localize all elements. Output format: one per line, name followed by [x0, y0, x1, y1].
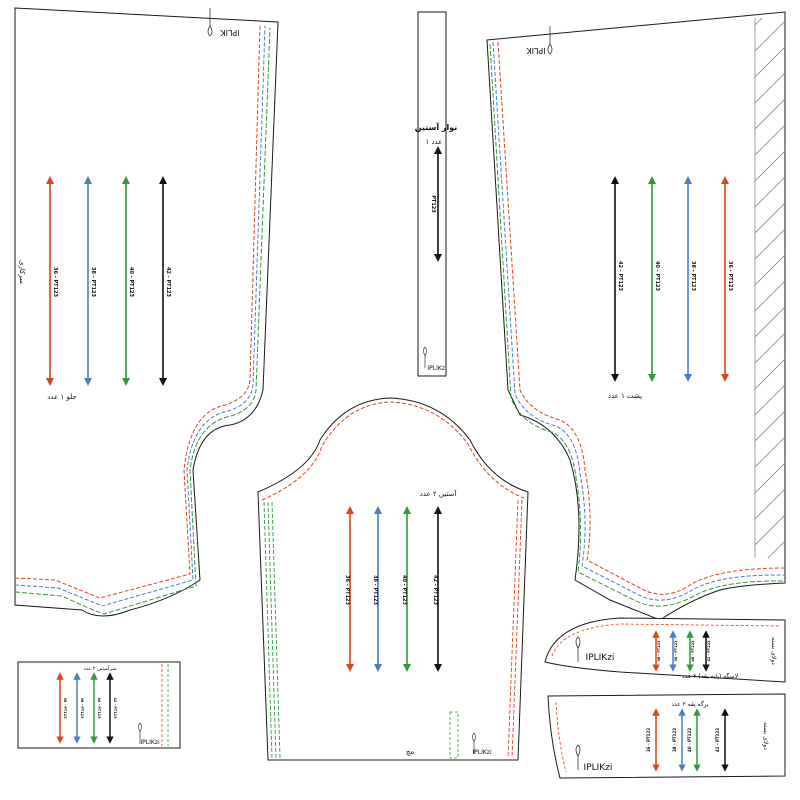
sleeve-piece: 36 - PT123 38 - PT123 40 - PT123 42 - PT…	[257, 397, 529, 761]
flower-icon	[207, 8, 213, 37]
back-piece: 42 - PT123 40 - PT123 38 - PT123 36 - PT…	[486, 11, 786, 621]
pocket-tag-40: 40 - PT123	[97, 697, 101, 719]
front-tag-42: 42 - PT123	[165, 267, 171, 298]
pocket-logo-text: IPLIKzi	[140, 739, 160, 746]
collar-leaf-seam	[555, 701, 567, 773]
back-label: پشت ۱ عدد	[608, 392, 642, 400]
cuff-label: نوار آستین	[415, 122, 458, 132]
back-size38-line	[492, 41, 786, 601]
leaf-tag-36: 36 - PT123	[646, 728, 651, 752]
sleeve-hem-note: مچ	[406, 748, 415, 756]
collar-side-label: دولای بسته	[770, 637, 777, 665]
back-fold-hatch	[755, 18, 785, 558]
leaf-tag-38: 38 - PT123	[672, 728, 677, 752]
sleeve-right-seams	[507, 499, 523, 759]
sleeve-logo-text: IPLIKzi	[472, 749, 492, 756]
sleeve-left-seams	[263, 501, 281, 759]
collar-label: لاسگه (پایه یقه) ۲ عدد	[682, 672, 738, 680]
front-size40-line	[14, 27, 271, 615]
collar-leaf-piece: 36 - PT123 38 - PT123 40 - PT123 42 - PT…	[547, 693, 786, 779]
front-side-note: سرکاری	[18, 260, 26, 284]
front-tag-38: 38 - PT123	[90, 267, 96, 298]
back-tag-36: 36 - PT123	[727, 261, 733, 292]
cuff-outline	[417, 11, 447, 377]
back-tag-40: 40 - PT123	[654, 261, 660, 292]
pocket-tag-38: 38 - PT123	[80, 697, 84, 719]
sleeve-tag-42: 42 - PT123	[432, 575, 438, 606]
leaf-label: برگه یقه ۲ عدد	[671, 700, 709, 708]
pocket-piece: 36 - PT123 38 - PT123 40 - PT123 42 - PT…	[17, 661, 181, 749]
collar-flower-icon	[575, 636, 581, 662]
sleeve-label: آستین ۲ عدد	[420, 489, 458, 498]
front-tag-40: 40 - PT123	[128, 267, 134, 298]
front-logo: IPLIK	[207, 8, 240, 37]
pocket-tag-42: 42 - PT123	[113, 697, 117, 719]
pocket-flower-icon	[138, 722, 142, 744]
collar-tag-36: 36 - PT123	[657, 640, 661, 662]
front-label: جلو ۱ عدد	[47, 393, 76, 401]
front-size38-line	[14, 25, 266, 607]
back-grainlines: 42 - PT123 40 - PT123 38 - PT123 36 - PT…	[611, 176, 733, 382]
cuff-logo-text: IPLIKzi	[427, 365, 447, 372]
front-piece: 36 - PT123 38 - PT123 40 - PT123 42 - PT…	[14, 7, 279, 617]
back-logo: IPLIK	[526, 26, 553, 55]
collar-stand-seam	[551, 623, 781, 657]
sleeve-placket-mark	[449, 711, 459, 759]
flower-icon	[547, 26, 553, 55]
pocket-label: سرآستین ۲ عدد	[83, 665, 116, 672]
collar-tag-42: 42 - PT123	[707, 640, 711, 662]
pocket-outline	[17, 661, 181, 749]
sleeve-flower-icon	[472, 732, 476, 754]
front-logo-text: IPLIK	[220, 28, 240, 37]
back-size36-line	[497, 41, 786, 595]
cuff-grain-tag: PT123	[430, 195, 436, 213]
sleeve-tag-38: 38 - PT123	[372, 575, 378, 606]
back-tag-42: 42 - PT123	[617, 261, 623, 292]
leaf-tag-40: 40 - PT123	[687, 728, 692, 752]
front-tag-36: 36 - PT123	[52, 267, 58, 298]
sleeve-outline	[257, 397, 529, 761]
front-outline	[14, 7, 279, 617]
back-logo-text: IPLIK	[526, 46, 546, 55]
sleeve-size36-line	[261, 401, 525, 501]
leaf-tag-42: 42 - PT123	[715, 728, 720, 752]
leaf-logo-text: IPLIKzi	[584, 763, 613, 773]
collar-logo-text: IPLIKzi	[586, 653, 615, 663]
back-size40-line	[489, 43, 786, 607]
collar-tag-38: 38 - PT123	[674, 640, 678, 662]
sleeve-tag-40: 40 - PT123	[401, 575, 407, 606]
cuff-flower-icon	[423, 346, 427, 368]
collar-stand-piece: 36 - PT123 38 - PT123 40 - PT123 42 - PT…	[544, 617, 786, 683]
leaf-side-label: دولای بسته	[762, 722, 769, 750]
cuff-count: ۱ عدد	[426, 138, 443, 146]
collar-tag-40: 40 - PT123	[691, 640, 695, 662]
back-tag-38: 38 - PT123	[690, 261, 696, 292]
front-grainlines: 36 - PT123 38 - PT123 40 - PT123 42 - PT…	[46, 176, 171, 386]
pocket-tag-36: 36 - PT123	[63, 697, 67, 719]
leaf-flower-icon	[575, 744, 581, 770]
sleeve-grainlines: 36 - PT123 38 - PT123 40 - PT123 42 - PT…	[344, 506, 442, 672]
front-size36-line	[14, 23, 261, 599]
collar-stand-outline	[544, 617, 786, 683]
sleeve-tag-36: 36 - PT123	[344, 575, 350, 606]
cuff-piece: نوار آستین ۱ عدد PT123 IPLIKzi	[415, 11, 458, 377]
back-outline	[486, 11, 786, 621]
